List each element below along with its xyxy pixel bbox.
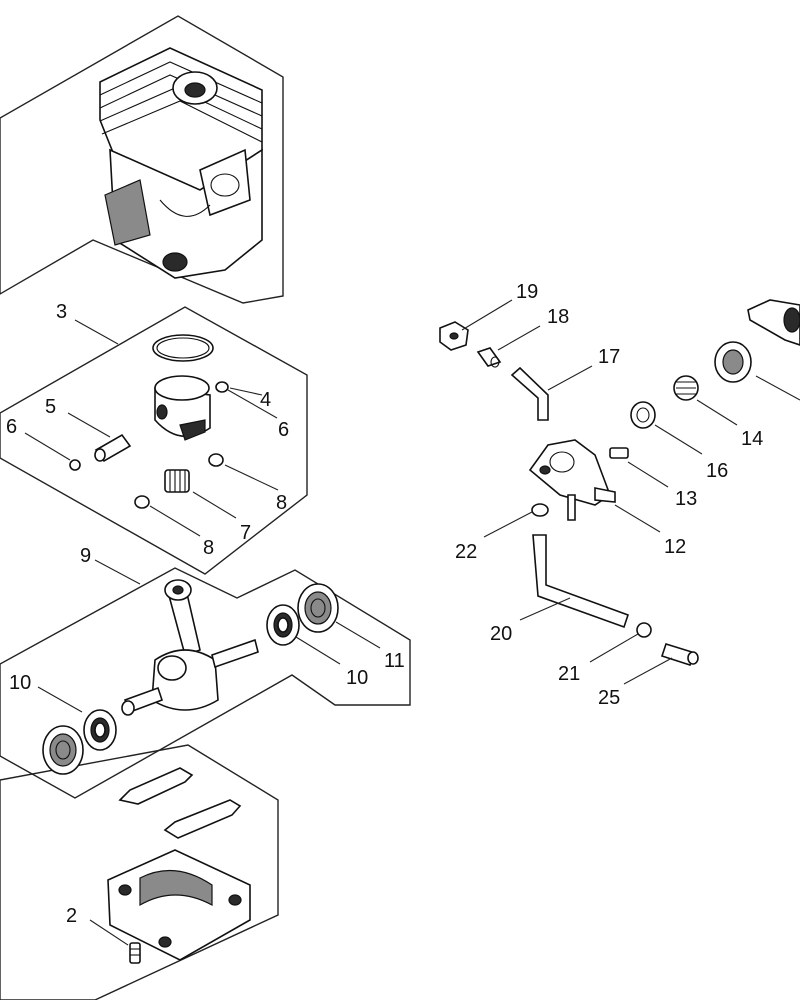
drive-sleeve bbox=[714, 341, 752, 383]
label-5: 5 bbox=[45, 396, 56, 418]
thrust-washer-right bbox=[208, 453, 224, 467]
washer-16 bbox=[630, 401, 656, 429]
label-14: 14 bbox=[741, 428, 763, 450]
label-18: 18 bbox=[547, 306, 569, 328]
label-17: 17 bbox=[598, 346, 620, 368]
label-10-left: 10 bbox=[9, 672, 31, 694]
oil-suction-hose bbox=[510, 366, 549, 421]
hose-nipple bbox=[476, 347, 502, 368]
retaining-clip-top bbox=[118, 767, 194, 805]
clutch-drum-partial bbox=[747, 299, 800, 346]
leader-lines bbox=[24, 299, 800, 946]
label-10-right: 10 bbox=[346, 667, 368, 689]
label-8-left: 8 bbox=[203, 537, 214, 559]
crankshaft bbox=[121, 579, 259, 716]
label-2: 2 bbox=[66, 905, 77, 927]
bearing-right bbox=[266, 604, 300, 646]
crankcase bbox=[107, 849, 251, 961]
crankcase-screw bbox=[129, 942, 141, 964]
crankcase-group-frame bbox=[0, 744, 279, 1000]
label-19: 19 bbox=[516, 281, 538, 303]
label-22: 22 bbox=[455, 541, 477, 563]
label-3: 3 bbox=[56, 301, 67, 323]
bearing-left bbox=[83, 709, 117, 751]
circlip-right bbox=[215, 381, 229, 393]
label-4: 4 bbox=[260, 389, 271, 411]
o-ring-22 bbox=[531, 503, 549, 517]
oil-pump bbox=[528, 439, 616, 521]
worm-gear-14 bbox=[673, 375, 699, 401]
label-11: 11 bbox=[384, 650, 405, 672]
retaining-clip-bottom bbox=[163, 799, 242, 839]
label-20: 20 bbox=[490, 623, 512, 645]
label-25: 25 bbox=[598, 687, 620, 709]
label-6-right: 6 bbox=[278, 419, 289, 441]
label-16: 16 bbox=[706, 460, 728, 482]
piston-group-frame bbox=[0, 306, 308, 575]
label-13: 13 bbox=[675, 488, 697, 510]
label-9: 9 bbox=[80, 545, 91, 567]
needle-bearing bbox=[164, 469, 190, 493]
crankshaft-group-frame bbox=[0, 567, 411, 799]
label-8-right: 8 bbox=[276, 492, 287, 514]
cylinder-group-frame bbox=[0, 15, 284, 304]
screw-13 bbox=[609, 447, 629, 459]
thrust-washer-left bbox=[134, 495, 150, 509]
label-12: 12 bbox=[664, 536, 686, 558]
washer-21 bbox=[636, 622, 652, 638]
piston bbox=[154, 375, 211, 441]
nut bbox=[439, 321, 469, 351]
label-6-left: 6 bbox=[6, 416, 17, 438]
label-7: 7 bbox=[240, 522, 251, 544]
cylinder-assembly bbox=[99, 47, 263, 279]
seal-right bbox=[297, 583, 339, 633]
filter-25 bbox=[660, 643, 699, 666]
label-21: 21 bbox=[558, 663, 580, 685]
piston-pin bbox=[94, 433, 132, 463]
piston-ring bbox=[152, 334, 214, 362]
oil-hose-20 bbox=[532, 534, 630, 629]
circlip-left bbox=[69, 459, 81, 471]
seal-left bbox=[42, 725, 84, 775]
